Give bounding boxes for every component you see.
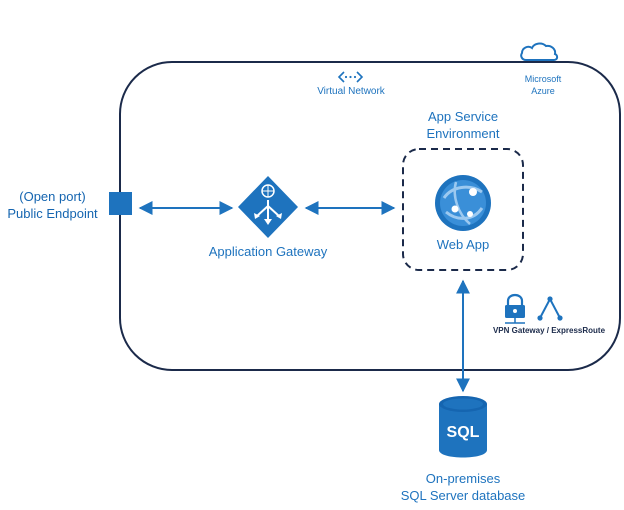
vpn-gateway-label: VPN Gateway / ExpressRoute xyxy=(492,326,606,335)
public-endpoint-label: (Open port) Public Endpoint xyxy=(0,188,105,222)
virtual-network-label: Virtual Network xyxy=(317,86,385,97)
sql-label-line1: On-premises xyxy=(425,471,501,486)
sql-icon-text: SQL xyxy=(446,424,480,441)
azure-brand-line2: Azure xyxy=(531,86,555,96)
vpn-lock-icon xyxy=(505,293,525,324)
virtual-network-icon xyxy=(337,71,364,83)
public-endpoint-line2: Public Endpoint xyxy=(7,206,98,221)
azure-cloud-icon xyxy=(520,42,559,61)
public-endpoint-line1: (Open port) xyxy=(19,189,86,204)
sql-label-line2: SQL Server database xyxy=(400,488,526,503)
ase-label-line2: Environment xyxy=(426,126,500,141)
azure-brand: Microsoft Azure xyxy=(500,73,586,97)
application-gateway-icon xyxy=(238,176,298,238)
web-app-globe-icon xyxy=(435,175,491,231)
ase-label: App Service Environment xyxy=(398,108,528,142)
expressroute-icon xyxy=(537,296,563,321)
ase-boundary xyxy=(402,148,524,271)
azure-boundary xyxy=(119,61,621,371)
public-endpoint-port xyxy=(109,192,132,215)
sql-label: On-premises SQL Server database xyxy=(383,470,543,504)
web-app-label: Web App xyxy=(436,237,490,252)
azure-brand-line1: Microsoft xyxy=(524,74,562,84)
ase-label-line1: App Service xyxy=(427,109,499,124)
sql-database-icon xyxy=(439,396,487,458)
application-gateway-label: Application Gateway xyxy=(208,244,328,259)
